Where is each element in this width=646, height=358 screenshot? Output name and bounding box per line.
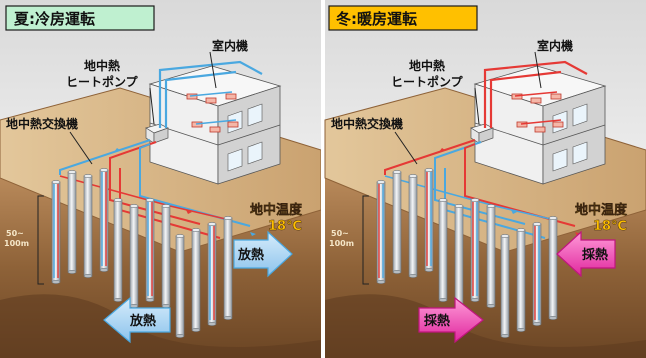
summer-depth-bottom: 100m bbox=[4, 239, 29, 248]
summer-heatpump-label-1: 地中熱 bbox=[84, 58, 120, 73]
winter-heatpump-label-2: ヒートポンプ bbox=[391, 74, 464, 89]
winter-collect-arrow-bottom bbox=[418, 296, 484, 344]
summer-indoor-unit-label: 室内機 bbox=[212, 38, 248, 53]
winter-heatpump-label-1: 地中熱 bbox=[409, 58, 445, 73]
summer-ground-temp-value: 18℃ bbox=[268, 219, 302, 234]
winter-indoor-unit-label: 室内機 bbox=[537, 38, 573, 53]
winter-depth-top: 50~ bbox=[331, 229, 349, 238]
summer-exchanger-label: 地中熱交換機 bbox=[6, 116, 78, 131]
summer-depth-top: 50~ bbox=[6, 229, 24, 238]
summer-ground-temp-label: 地中温度 bbox=[250, 202, 303, 218]
summer-title: 夏:冷房運転 bbox=[13, 10, 95, 28]
winter-arrow-bottom-label: 採熱 bbox=[424, 313, 450, 329]
winter-collect-arrow-right bbox=[556, 230, 616, 278]
summer-heatpump-label-2: ヒートポンプ bbox=[66, 74, 139, 89]
summer-arrow-bottom-label: 放熱 bbox=[129, 313, 156, 329]
heat-pump-unit bbox=[470, 123, 494, 144]
summer-release-arrow-bottom bbox=[103, 296, 171, 344]
summer-panel bbox=[0, 0, 322, 358]
winter-depth-bottom: 100m bbox=[329, 239, 354, 248]
winter-ground-temp-value: 18℃ bbox=[593, 219, 627, 234]
summer-arrow-right-label: 放熱 bbox=[237, 247, 264, 263]
winter-ground-temp-label: 地中温度 bbox=[575, 202, 628, 218]
summer-release-arrow-right bbox=[233, 230, 293, 278]
winter-exchanger-label: 地中熱交換機 bbox=[331, 116, 403, 131]
winter-panel bbox=[324, 0, 646, 358]
winter-title: 冬:暖房運転 bbox=[336, 10, 417, 28]
winter-arrow-right-label: 採熱 bbox=[582, 247, 608, 263]
